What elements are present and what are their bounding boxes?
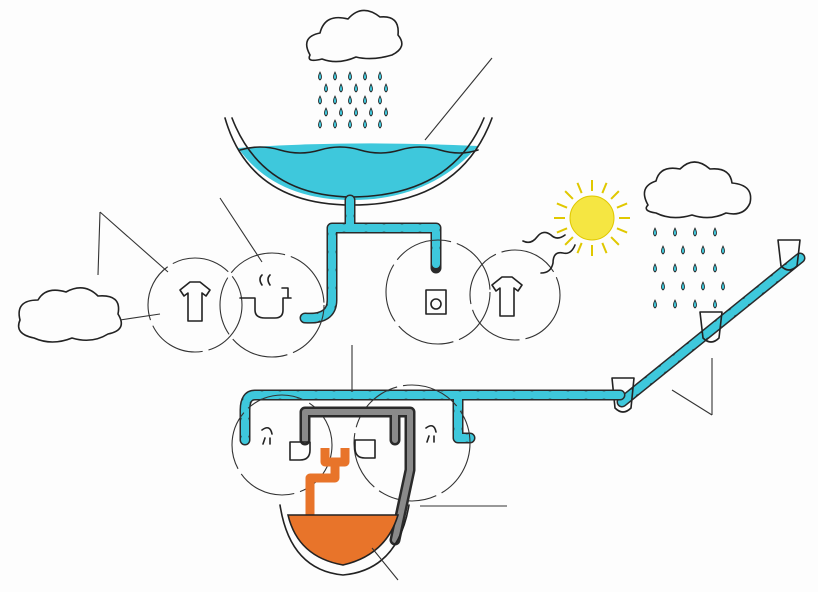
raindrop: [653, 227, 657, 237]
raindrop: [713, 263, 717, 273]
raindrop: [701, 245, 705, 255]
raindrop: [324, 107, 328, 117]
sun-ray: [564, 236, 574, 246]
raindrop: [369, 83, 373, 93]
supply-pipe: [299, 194, 442, 324]
raindrop: [693, 227, 697, 237]
raindrop: [339, 83, 343, 93]
cloud-icon: [17, 287, 123, 343]
raindrop: [333, 119, 337, 129]
raindrop: [681, 245, 685, 255]
raindrop: [693, 299, 697, 309]
rain-icon: [318, 71, 388, 129]
raindrop: [713, 227, 717, 237]
raindrop: [348, 95, 352, 105]
sun-ray: [576, 182, 583, 194]
sun-ray: [576, 242, 583, 254]
raindrop: [693, 263, 697, 273]
arrow-line: [371, 505, 507, 581]
shirt-icon: [179, 281, 211, 322]
sun-ray: [610, 190, 620, 200]
sink-icon: [239, 274, 292, 319]
raindrop: [378, 71, 382, 81]
raindrop: [721, 245, 725, 255]
raindrop: [333, 71, 337, 81]
raindrop: [384, 107, 388, 117]
raindrop: [369, 107, 373, 117]
sun-ray-wave: [522, 231, 576, 274]
raindrop: [673, 263, 677, 273]
supply-pipe-water: [301, 196, 440, 323]
raindrop: [653, 263, 657, 273]
greywater-pipe-inner: [302, 409, 413, 543]
gutter-pipe-water: [618, 254, 804, 406]
septic-tank: [286, 514, 400, 566]
sun-ray: [556, 202, 568, 209]
raindrop: [339, 107, 343, 117]
sun-ray: [616, 202, 628, 209]
raindrop: [333, 95, 337, 105]
shower-icon: [261, 424, 437, 445]
raindrop: [354, 107, 358, 117]
cloud-icon: [643, 161, 752, 219]
sun-ray: [610, 236, 620, 246]
rainwater-pipe-water: [241, 391, 624, 444]
raindrop: [653, 299, 657, 309]
water-surface: [239, 146, 479, 154]
raindrop: [661, 281, 665, 291]
raindrop: [713, 299, 717, 309]
sun-ray: [601, 182, 608, 194]
tank-outline: [279, 504, 410, 576]
raindrop: [673, 299, 677, 309]
sun-ray: [556, 227, 568, 234]
raindrop: [384, 83, 388, 93]
gutter-funnels: [611, 239, 801, 413]
raindrop: [701, 281, 705, 291]
raindrop: [348, 71, 352, 81]
raindrop: [318, 119, 322, 129]
raindrop: [378, 95, 382, 105]
raindrop: [721, 281, 725, 291]
raindrop: [348, 119, 352, 129]
raindrop: [363, 71, 367, 81]
wastewater-pipe: [305, 448, 350, 515]
sun-ray: [616, 227, 628, 234]
raindrop: [318, 71, 322, 81]
raindrop: [324, 83, 328, 93]
room-circles-upper: [147, 239, 561, 358]
arrow-line: [671, 358, 713, 416]
cloud-icon: [305, 9, 403, 63]
raindrop: [681, 281, 685, 291]
toilet-icon: [289, 439, 376, 461]
raindrop: [363, 119, 367, 129]
raindrop: [661, 245, 665, 255]
rain-icon: [653, 227, 725, 309]
arrow-line: [97, 197, 263, 321]
raindrop: [363, 95, 367, 105]
sun-ray: [564, 190, 574, 200]
raindrop: [378, 119, 382, 129]
sun-icon: [554, 180, 630, 256]
arrow-line: [424, 57, 493, 141]
washing-machine-icon: [425, 289, 447, 315]
room-circles-lower: [231, 345, 471, 502]
sun-ray: [601, 242, 608, 254]
raindrop: [318, 95, 322, 105]
raindrop: [673, 227, 677, 237]
shirt-icon: [491, 276, 523, 317]
raindrop: [354, 83, 358, 93]
